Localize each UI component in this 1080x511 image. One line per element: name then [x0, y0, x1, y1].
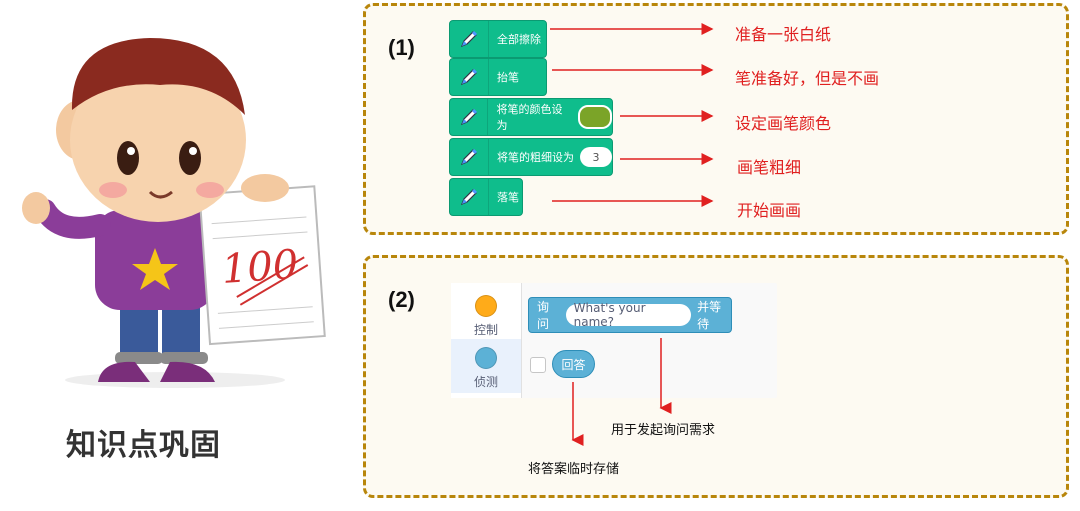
- answer-checkbox[interactable]: [530, 357, 546, 373]
- ask-suffix: 并等待: [697, 300, 722, 331]
- pen-icon: [450, 139, 489, 175]
- category-list: 控制 侦测: [451, 283, 522, 398]
- set-pen-size-block[interactable]: 将笔的粗细设为 3: [449, 138, 613, 176]
- block-label: 抬笔: [497, 71, 519, 84]
- answer-label: 回答: [561, 357, 586, 372]
- section-number-1: (1): [388, 35, 415, 60]
- pen-icon: [450, 99, 489, 135]
- block-label: 将笔的粗细设为: [497, 151, 574, 164]
- desc-clear: 准备一张白纸: [735, 25, 832, 44]
- block-label: 全部擦除: [497, 33, 541, 46]
- pen-up-block[interactable]: 抬笔: [449, 58, 547, 96]
- pen-down-block[interactable]: 落笔: [449, 178, 523, 216]
- boy-illustration: 100: [22, 38, 326, 388]
- color-swatch[interactable]: [578, 105, 612, 129]
- answer-reporter-block[interactable]: 回答: [552, 350, 595, 378]
- block-label: 将笔的颜色设为: [496, 103, 563, 132]
- set-pen-color-block[interactable]: 将笔的颜色设为: [449, 98, 613, 136]
- section-number-2: (2): [388, 287, 415, 312]
- ask-question-input[interactable]: What's your name?: [565, 301, 692, 329]
- control-dot-icon: [475, 295, 497, 317]
- page-title: 知识点巩固: [66, 428, 221, 463]
- ask-prefix: 询问: [537, 300, 550, 331]
- pen-icon: [450, 59, 489, 95]
- ask-and-wait-block[interactable]: 询问 What's your name? 并等待: [528, 297, 732, 333]
- pen-icon: [450, 179, 489, 215]
- category-label: 控制: [473, 323, 498, 337]
- desc-pen-down: 开始画画: [737, 201, 802, 220]
- desc-pen-up: 笔准备好，但是不画: [735, 69, 880, 88]
- category-control[interactable]: 控制: [451, 287, 521, 341]
- note-answer: 将答案临时存储: [528, 462, 620, 477]
- desc-pen-size: 画笔粗细: [737, 158, 802, 177]
- annotation-arrows: [550, 23, 714, 207]
- pen-icon: [450, 21, 489, 57]
- pen-size-input[interactable]: 3: [580, 147, 612, 167]
- note-ask: 用于发起询问需求: [611, 423, 716, 438]
- pen-clear-block[interactable]: 全部擦除: [449, 20, 547, 58]
- category-label: 侦测: [473, 375, 498, 389]
- sensing-dot-icon: [475, 347, 497, 369]
- annotation-arrows-2: [571, 338, 672, 446]
- category-sensing[interactable]: 侦测: [451, 339, 521, 393]
- block-label: 落笔: [497, 191, 519, 204]
- desc-pen-color: 设定画笔颜色: [735, 114, 832, 133]
